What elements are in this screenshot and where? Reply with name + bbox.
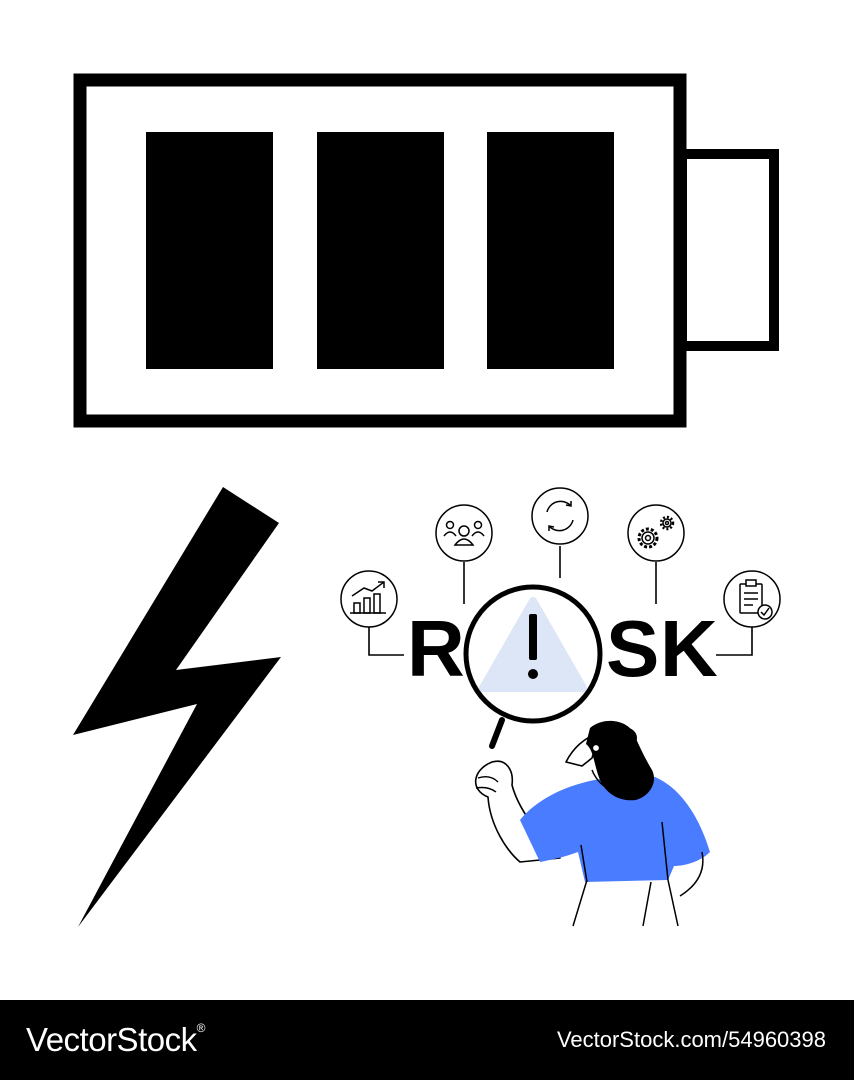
clipboard-check-icon [723,570,781,628]
gears-settings-icon [627,504,685,562]
warning-exclamation-dot [528,669,538,679]
brand-name: VectorStock [26,1021,197,1058]
risk-letter-k: K [660,604,718,693]
warning-exclamation [529,614,537,660]
person-hair [586,720,655,801]
battery-charge-bar [487,132,614,369]
battery-charge-bar [317,132,444,369]
image-id: VectorStock.com/54960398 [556,1027,826,1052]
risk-letter-r: R [407,604,465,693]
bar-chart-growth-icon [340,570,398,628]
battery-icon [73,73,779,428]
person-figure [474,720,710,927]
brand-registered-mark: ® [196,1021,206,1035]
person-shirt [520,776,710,882]
battery-terminal [677,149,779,351]
refresh-cycle-icon [531,487,589,545]
magnifier-icon [463,584,603,749]
risk-letter-s: S [606,604,659,693]
connector-lines [368,546,753,656]
watermark-footer: VectorStock® VectorStock.com/54960398 [0,1000,854,1080]
vectorstock-logo: VectorStock® [26,1021,205,1059]
team-people-icon [435,504,493,562]
lightning-bolt-icon [73,487,281,927]
battery-charge-bar [146,132,273,369]
illustration: R S K [73,73,781,927]
